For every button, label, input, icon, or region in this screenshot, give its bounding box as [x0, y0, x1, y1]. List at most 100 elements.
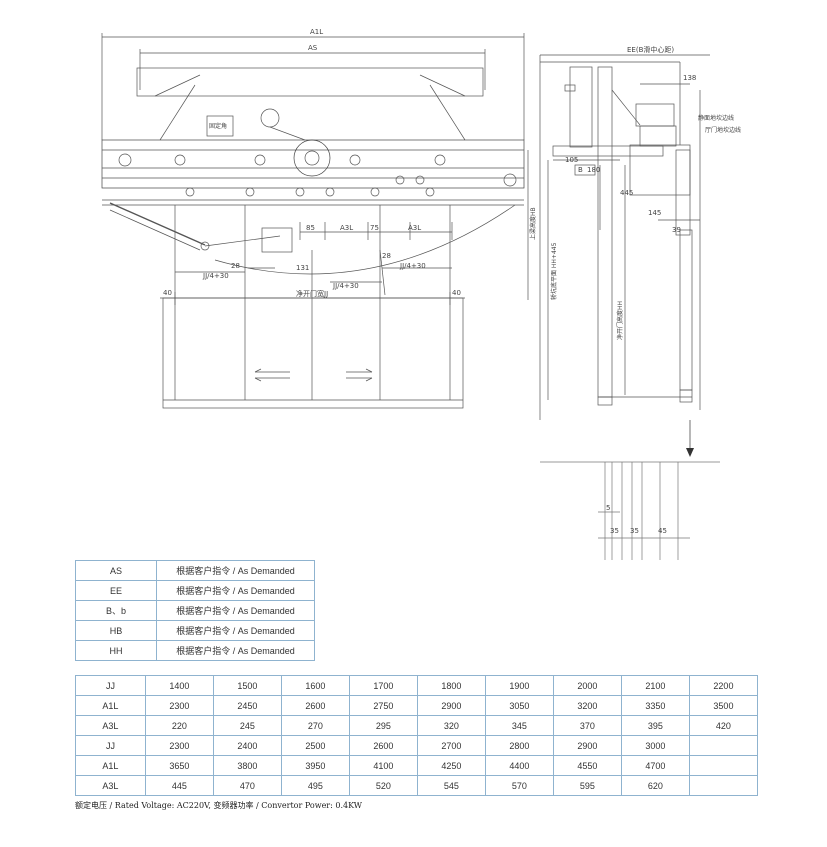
size-cell: 245	[212, 715, 282, 736]
detail-35a: 35	[610, 527, 619, 535]
size-cell: 4550	[552, 755, 622, 776]
size-cell: 2500	[280, 735, 350, 756]
param-key: AS	[75, 560, 157, 581]
size-cell: 295	[348, 715, 418, 736]
dim-445: 445	[620, 189, 633, 197]
dim-as: AS	[308, 44, 318, 52]
detail-5: 5	[606, 504, 610, 512]
size-cell: 1700	[348, 675, 418, 696]
size-cell: 2450	[212, 695, 282, 716]
size-cell: 545	[416, 775, 486, 796]
size-cell: 1600	[280, 675, 350, 696]
floor-line-1: 静面地坎边线	[698, 114, 734, 122]
dim-jj-open: 净开门宽JJ	[296, 289, 328, 298]
size-cell: 370	[552, 715, 622, 736]
size-cell: 4700	[620, 755, 690, 776]
size-cell: 2750	[348, 695, 418, 716]
dim-75: 75	[370, 224, 379, 232]
size-key: A3L	[75, 715, 146, 736]
dim-138: 138	[683, 74, 696, 82]
dim-28-left: 28	[231, 262, 240, 270]
front-view	[101, 33, 525, 409]
dim-jj430-left: JJ/4+30	[202, 272, 229, 280]
dim-105: 105	[565, 156, 578, 164]
size-cell: 1500	[212, 675, 282, 696]
size-cell: 2200	[688, 675, 759, 696]
dim-b: B	[578, 166, 583, 174]
param-value: 根据客户指令 / As Demanded	[156, 620, 315, 641]
size-cell: 3000	[620, 735, 690, 756]
dim-a3l: A3L	[340, 224, 353, 232]
size-cell: 595	[552, 775, 622, 796]
technical-drawing: A1L AS EE(Β滑中心距) 138 105 B 180 445 145 3…	[101, 28, 741, 560]
size-cell: 320	[416, 715, 486, 736]
size-cell: 620	[620, 775, 690, 796]
dim-jj430-center: JJ/4+30	[332, 282, 359, 290]
size-cell: 2300	[144, 695, 214, 716]
size-cell: 1400	[144, 675, 214, 696]
size-cell: 420	[688, 715, 759, 736]
size-cell: 4100	[348, 755, 418, 776]
size-cell: 2800	[484, 735, 554, 756]
floor-line-2: 厅门地坎边线	[705, 126, 741, 134]
vdim-hh: 净开门高度HH	[616, 301, 624, 340]
size-cell: 2900	[416, 695, 486, 716]
dim-ee: EE(Β滑中心距)	[627, 45, 674, 54]
size-cell: 4250	[416, 755, 486, 776]
footer-note: 额定电压 / Rated Voltage: AC220V, 变频器功率 / Co…	[75, 801, 363, 810]
size-cell	[688, 755, 759, 776]
param-key: B、b	[75, 600, 157, 621]
size-key: A1L	[75, 755, 146, 776]
size-cell: 495	[280, 775, 350, 796]
size-cell: 2900	[552, 735, 622, 756]
dim-jj430-right: JJ/4+30	[399, 262, 426, 270]
size-cell: 3800	[212, 755, 282, 776]
detail-45: 45	[658, 527, 667, 535]
size-cell: 470	[212, 775, 282, 796]
size-cell: 345	[484, 715, 554, 736]
param-value: 根据客户指令 / As Demanded	[156, 560, 315, 581]
size-cell: 3650	[144, 755, 214, 776]
detail-35b: 35	[630, 527, 639, 535]
size-cell: 2600	[348, 735, 418, 756]
size-cell: 2300	[144, 735, 214, 756]
dim-180: 180	[587, 166, 600, 174]
size-key: A3L	[75, 775, 146, 796]
size-cell: 2400	[212, 735, 282, 756]
param-value: 根据客户指令 / As Demanded	[156, 580, 315, 601]
size-cell: 2600	[280, 695, 350, 716]
size-cell: 445	[144, 775, 214, 796]
dim-40-left: 40	[163, 289, 172, 297]
vdim-hh445: 轿坑底平面 HH+445	[550, 242, 558, 300]
size-key: A1L	[75, 695, 146, 716]
param-key: EE	[75, 580, 157, 601]
dim-a3l-2: A3L	[408, 224, 421, 232]
size-cell: 270	[280, 715, 350, 736]
detail-view	[540, 461, 720, 560]
vdim-hb: 上梁高度HB	[529, 207, 537, 240]
param-value: 根据客户指令 / As Demanded	[156, 600, 315, 621]
dim-28-right: 28	[382, 252, 391, 260]
size-cell: 1900	[484, 675, 554, 696]
size-cell: 3950	[280, 755, 350, 776]
size-cell	[688, 735, 759, 756]
dim-85: 85	[306, 224, 315, 232]
size-cell: 570	[484, 775, 554, 796]
dim-a1l: A1L	[310, 28, 323, 36]
side-view	[527, 54, 710, 457]
size-cell: 3200	[552, 695, 622, 716]
size-cell: 3050	[484, 695, 554, 716]
fixing-label: 固定角	[209, 122, 227, 130]
size-cell: 3350	[620, 695, 690, 716]
